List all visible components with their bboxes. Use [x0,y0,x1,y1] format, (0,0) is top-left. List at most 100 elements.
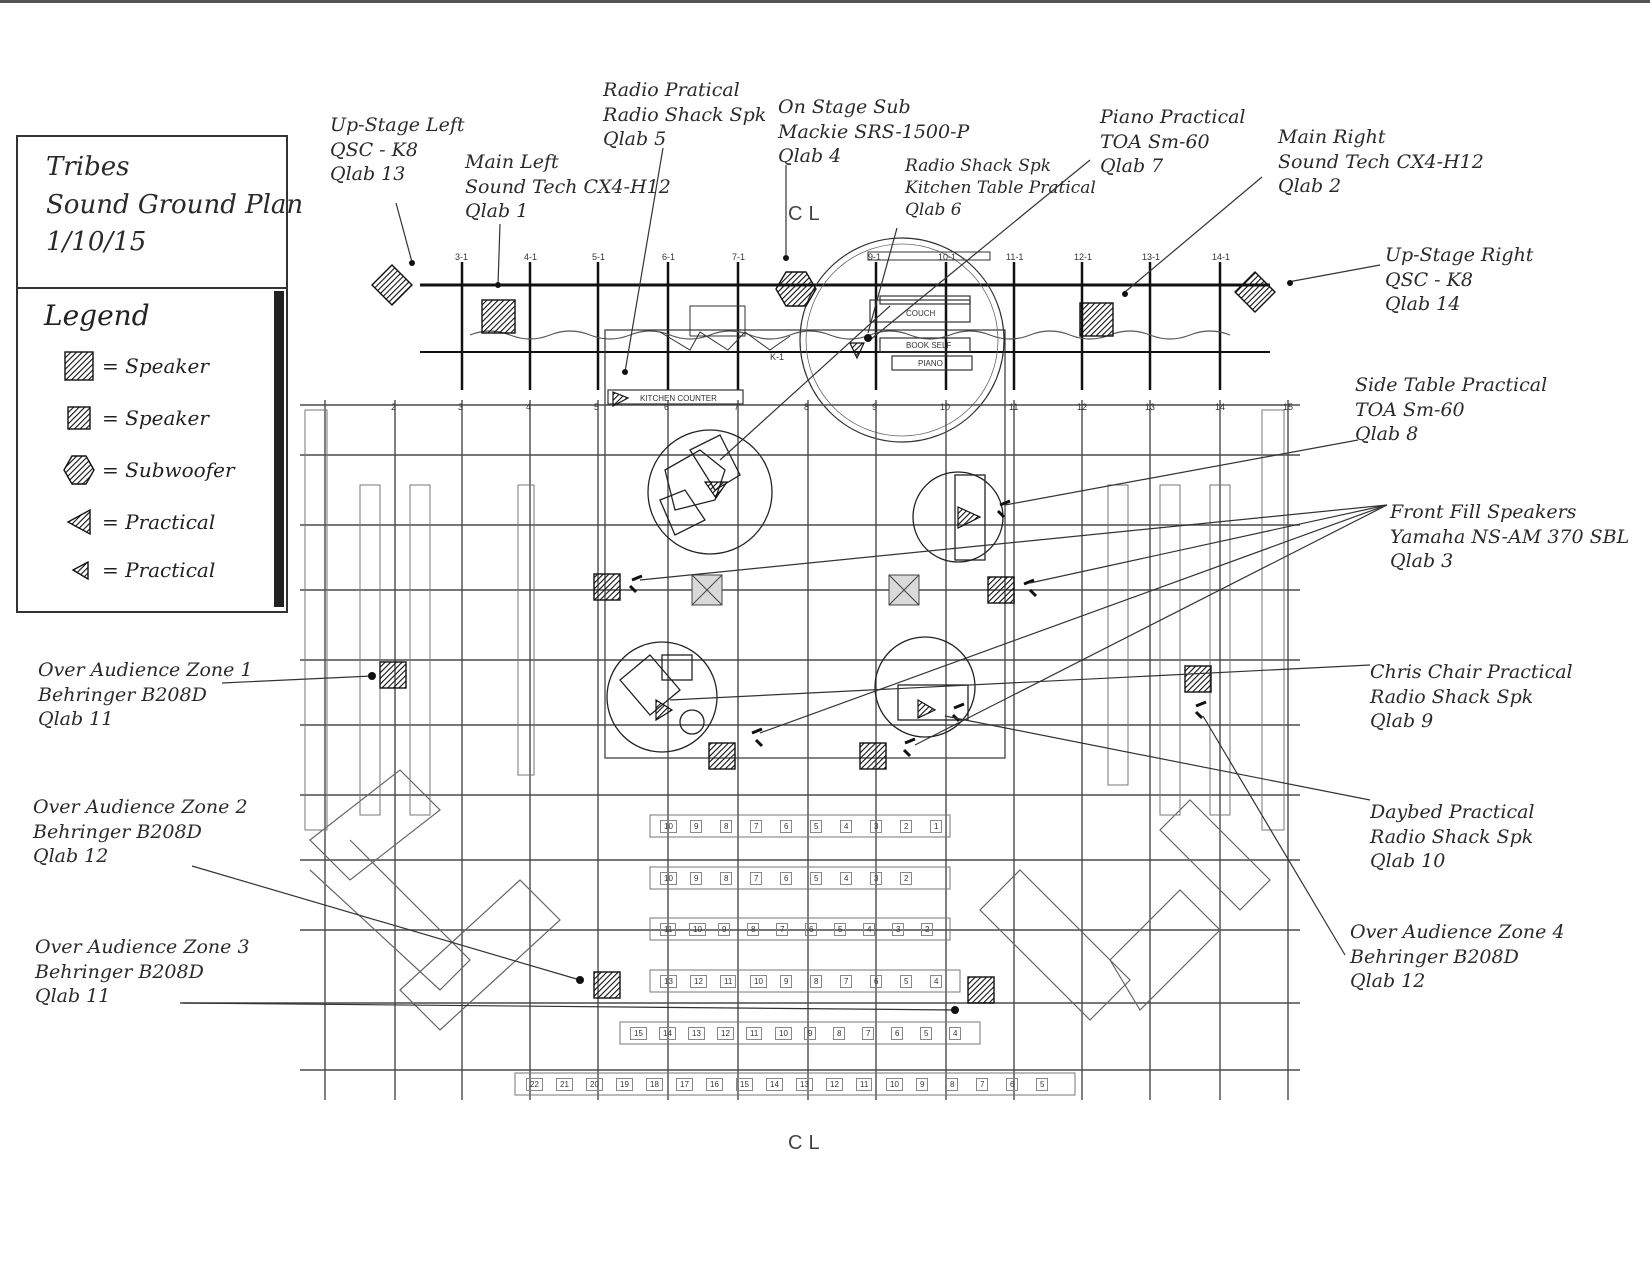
seat-number: 20 [586,1078,603,1091]
seat-number: 3 [892,923,905,936]
svg-text:4: 4 [526,402,531,412]
annotation-line: Qlab 1 [465,200,529,223]
seat-number: 3 [870,820,883,833]
seat-number: 22 [526,1078,543,1091]
seat-number: 9 [690,820,703,833]
couch-label: COUCH [906,309,936,318]
practicals [612,342,982,722]
annotation-line: Chris Chair Practical [1370,661,1573,683]
legend-heading: Legend [44,299,150,332]
annotation-zone-2: Over Audience Zone 2 Behringer B208D Qla… [33,795,248,869]
seat-number: 4 [930,975,943,988]
leader-dots [368,255,1293,1014]
annotation-upstage-right: Up-Stage Right QSC - K8 Qlab 14 [1385,243,1533,317]
seat-number: 14 [659,1027,676,1040]
svg-text:14-1: 14-1 [1212,252,1230,262]
annotation-line: Qlab 13 [330,163,406,186]
front-fill-heads [628,499,1207,758]
upstage-battens [420,283,1270,353]
kitchen-table [647,429,773,555]
svg-text:9: 9 [872,402,877,412]
piano-piece [891,355,973,371]
zone1-speaker [379,661,407,689]
seat-number: 7 [840,975,853,988]
seat-number: 6 [891,1027,904,1040]
legend-sidebar [274,291,284,607]
zone2-speaker [593,971,621,999]
speaker-large-icon [64,351,94,381]
seat-number: 4 [949,1027,962,1040]
svg-text:2: 2 [391,402,396,412]
seat-number: 4 [863,923,876,936]
seat-number: 14 [766,1078,783,1091]
legend-label: = Speaker [102,354,209,378]
seat-number: 3 [870,872,883,885]
usl-speaker [371,264,413,306]
seat-number: 5 [920,1027,933,1040]
annotation-line: Qlab 12 [33,845,109,868]
seat-number: 16 [706,1078,723,1091]
seat-number: 1 [930,820,943,833]
annotation-line: QSC - K8 [1385,268,1473,291]
seat-number: 8 [720,872,733,885]
annotation-piano-practical: Piano Practical TOA Sm-60 Qlab 7 [1100,105,1246,179]
annotation-line: Qlab 14 [1385,293,1461,316]
svg-text:9-1: 9-1 [868,252,881,262]
svg-text:12: 12 [1077,402,1087,412]
seat-number: 5 [810,872,823,885]
daybed-practical [917,698,937,719]
seat-number: 10 [886,1078,903,1091]
title-text: Tribes Sound Ground Plan 1/10/15 [46,149,303,262]
annotation-line: Qlab 4 [778,145,842,168]
seat-number: 8 [720,820,733,833]
svg-text:11: 11 [1009,402,1018,412]
svg-text:3: 3 [458,402,463,412]
seat-number: 19 [616,1078,633,1091]
svg-text:5-1: 5-1 [592,252,605,262]
seating-wedges [309,769,1271,1031]
room-grid [180,400,1300,1100]
practical-small-triangle-icon [71,560,89,581]
side-seating [304,409,1285,831]
speakers [379,299,1212,1004]
stage-platform [604,329,1006,759]
annotation-line: Radio Shack Spk [905,156,1052,176]
annotation-line: Sound Tech CX4-H12 [1278,150,1484,173]
seat-number: 21 [556,1078,573,1091]
kitchen-table-practical [703,481,729,500]
seat-number: 4 [840,872,853,885]
legend: Legend = Speaker = Speaker = Subwoofer =… [16,287,288,613]
annotation-line: Over Audience Zone 4 [1350,921,1565,943]
seat-number: 2 [900,820,913,833]
seat-number: 10 [689,923,706,936]
svg-text:15: 15 [1283,402,1293,412]
annotation-line: Radio Pratical [603,79,740,101]
legend-label: = Practical [102,510,216,534]
seat-number: 8 [833,1027,846,1040]
upstage-flat [659,305,791,351]
seat-number: 5 [834,923,847,936]
annotation-zone-1: Over Audience Zone 1 Behringer B208D Qla… [38,658,253,732]
title-block: Tribes Sound Ground Plan 1/10/15 [16,135,303,289]
seat-number: 9 [916,1078,929,1091]
zone3-speaker [967,976,995,1004]
annotation-line: Main Right [1278,126,1386,148]
annotation-line: Kitchen Table Pratical [905,178,1096,199]
svg-text:5: 5 [594,402,599,412]
svg-text:K-1: K-1 [770,352,784,362]
annotation-line: Up-Stage Right [1385,244,1534,266]
annotation-chris-chair: Chris Chair Practical Radio Shack Spk Ql… [1370,660,1573,734]
annotation-upstage-left: Up-Stage Left QSC - K8 Qlab 13 [330,113,465,187]
book-shelf-label: BOOK SELF [906,341,952,350]
seat-number: 4 [840,820,853,833]
seat-number: 15 [630,1027,647,1040]
chris-chair-practical [655,698,674,722]
seat-number: 18 [646,1078,663,1091]
upstage-drops [460,262,1222,390]
annotation-radio-practical: Radio Pratical Radio Shack Spk Qlab 5 [603,78,766,152]
annotation-onstage-sub: On Stage Sub Mackie SRS-1500-P Qlab 4 [778,95,969,169]
couch-piece [869,295,971,323]
seat-number: 6 [780,820,793,833]
annotation-line: Qlab 10 [1370,850,1446,873]
